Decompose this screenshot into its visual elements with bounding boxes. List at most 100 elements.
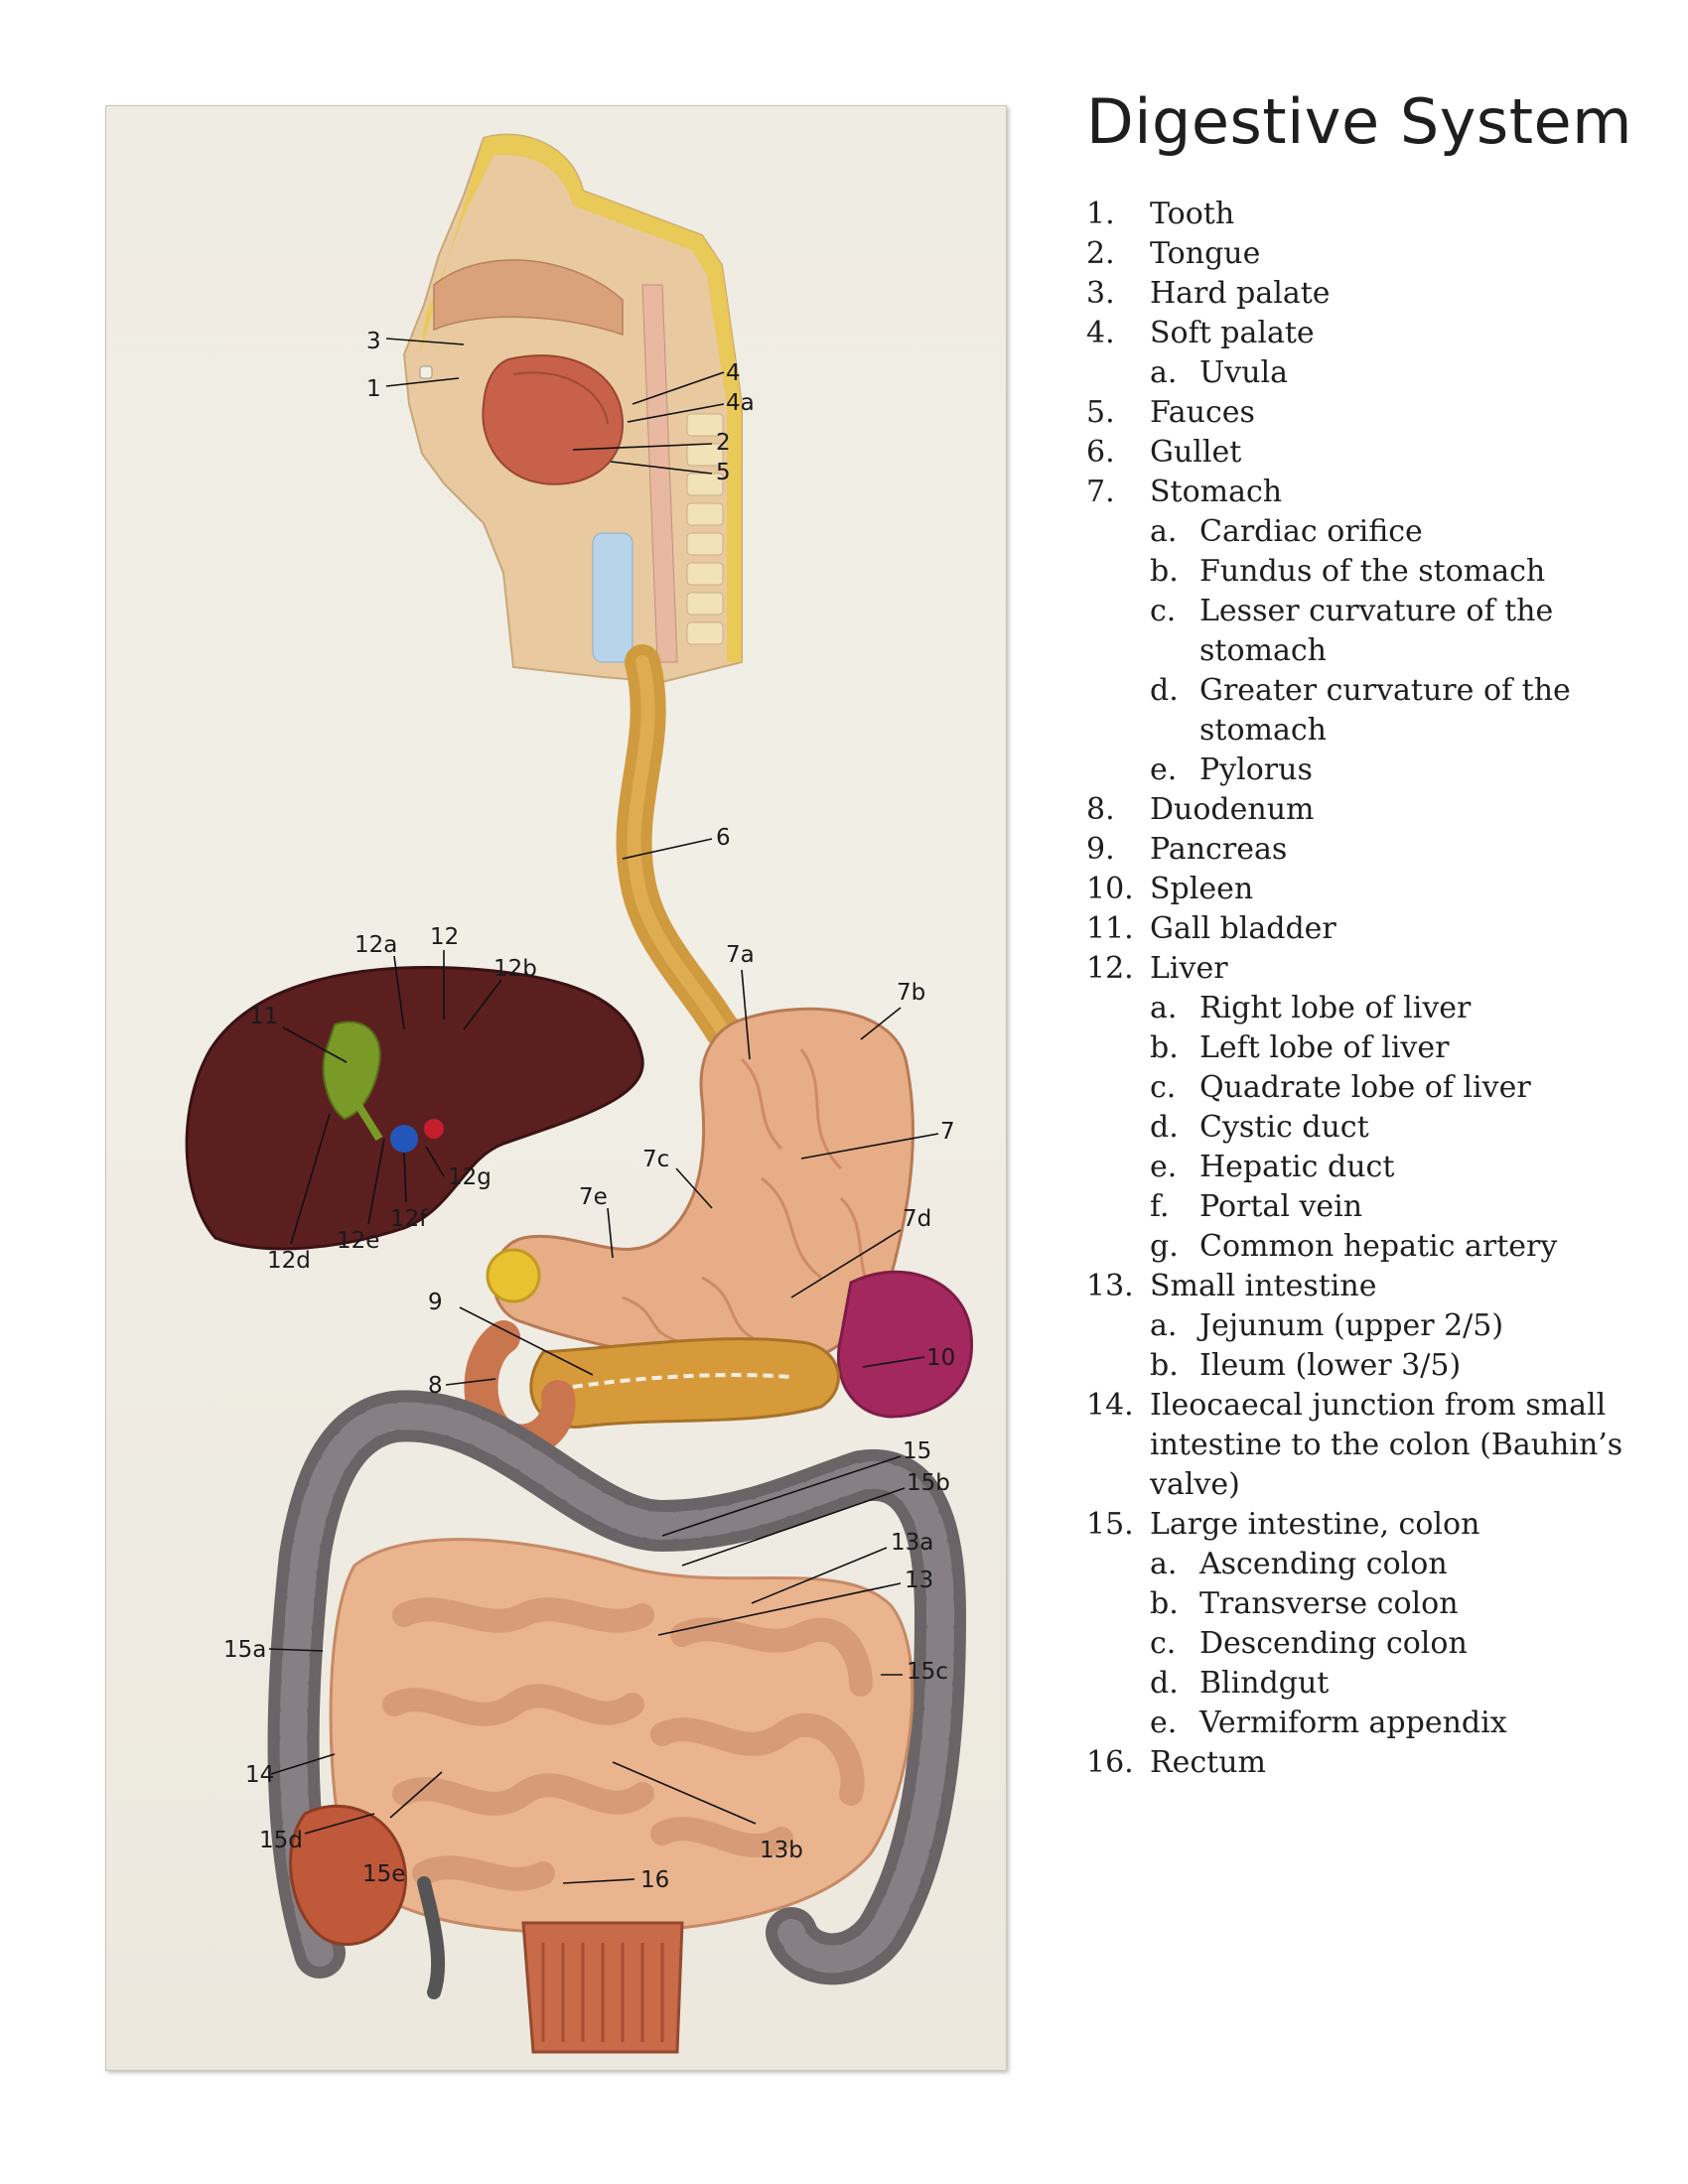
- legend-item-label: Tooth: [1150, 197, 1235, 231]
- legend-subitem-label: Lesser curvature of the stomach: [1199, 594, 1554, 668]
- legend-subitem: f.Portal vein: [1086, 1187, 1662, 1227]
- legend-item: 9.Pancreas: [1086, 830, 1662, 870]
- callout-2: 2: [716, 430, 731, 456]
- legend-item: 6.Gullet: [1086, 433, 1662, 473]
- legend-item: 1.Tooth: [1086, 195, 1662, 234]
- callout-7e: 7e: [579, 1184, 608, 1210]
- legend-subitem-label: Pylorus: [1199, 752, 1313, 787]
- legend-item-label: Gall bladder: [1150, 911, 1336, 946]
- legend-item: 3.Hard palate: [1086, 274, 1662, 314]
- legend-subitem: b.Fundus of the stomach: [1086, 552, 1662, 592]
- legend-subitem: c.Quadrate lobe of liver: [1086, 1068, 1662, 1108]
- callout-labels: 3 1 4 4a 2 5 6 7a 7b 7 7c 7e 7d 12a 12 1…: [223, 329, 955, 1893]
- callout-7: 7: [940, 1119, 955, 1145]
- legend-subitem-letter: d.: [1150, 1110, 1179, 1145]
- legend-item: 12.Liver: [1086, 949, 1662, 989]
- legend-subitem-label: Fundus of the stomach: [1199, 554, 1546, 589]
- stomach-shape: [492, 1007, 914, 1370]
- legend-subitem: e.Pylorus: [1086, 751, 1662, 790]
- spleen-shape: [836, 1270, 973, 1419]
- callout-12a: 12a: [354, 932, 397, 958]
- legend-subitem: d. Blindgut: [1086, 1664, 1662, 1704]
- legend-subitem-label: Quadrate lobe of liver: [1199, 1070, 1531, 1105]
- legend-item-label: Small intestine: [1150, 1269, 1377, 1303]
- legend-subitem-letter: a.: [1150, 1308, 1178, 1343]
- gallbladder-shape: [322, 1021, 381, 1121]
- legend-item-number: 5.: [1086, 395, 1115, 430]
- legend-item-number: 4.: [1086, 316, 1115, 350]
- legend-item-number: 6.: [1086, 435, 1115, 470]
- tooth-shape: [419, 365, 433, 379]
- legend-subitem-label: Blindgut: [1199, 1666, 1330, 1701]
- legend-subitem-label: Ascending colon: [1199, 1547, 1448, 1581]
- caecum-shape: [289, 1804, 407, 1946]
- legend-subitem-label: Cardiac orifice: [1199, 514, 1423, 549]
- callout-7d: 7d: [903, 1206, 931, 1232]
- legend-subitem: a.Right lobe of liver: [1086, 989, 1662, 1028]
- hepatic-artery-shape: [424, 1119, 444, 1139]
- legend-item-number: 10.: [1086, 872, 1134, 906]
- legend-subitem: e.Vermiform appendix: [1086, 1704, 1662, 1743]
- callout-15e: 15e: [362, 1861, 405, 1887]
- legend-subitem-label: Left lobe of liver: [1199, 1030, 1450, 1065]
- legend-item-label: Pancreas: [1150, 832, 1288, 867]
- legend-subitem: a. Cardiac orifice: [1086, 512, 1662, 552]
- callout-13b: 13b: [760, 1838, 803, 1863]
- pharynx: [641, 284, 678, 663]
- callout-8: 8: [428, 1373, 443, 1399]
- nasal-cavity: [433, 259, 624, 337]
- legend-item-number: 16.: [1086, 1745, 1134, 1780]
- leader-lines: [268, 338, 939, 1884]
- pancreas-shape: [529, 1337, 840, 1429]
- legend-subitem: a.Uvula: [1086, 353, 1662, 393]
- legend-item-number: 14.: [1086, 1388, 1134, 1423]
- legend-item-label: Rectum: [1150, 1745, 1266, 1780]
- legend-item-number: 7.: [1086, 475, 1115, 509]
- legend-item: 8.Duodenum: [1086, 790, 1662, 830]
- legend-subitem-letter: a.: [1150, 991, 1178, 1025]
- callout-5: 5: [716, 460, 731, 485]
- vertebrae: [686, 413, 724, 645]
- callout-3: 3: [366, 329, 381, 354]
- legend-subitem: d. Greater curvature of the stomach: [1086, 671, 1662, 751]
- callout-15: 15: [903, 1438, 931, 1464]
- legend-subitem-letter: a.: [1150, 514, 1178, 549]
- callout-12d: 12d: [267, 1248, 311, 1274]
- legend-subitem-letter: b.: [1150, 1030, 1179, 1065]
- legend-item-number: 12.: [1086, 951, 1134, 986]
- legend-item-number: 11.: [1086, 911, 1134, 946]
- callout-15b: 15b: [907, 1470, 950, 1496]
- legend-item: 7.Stomach: [1086, 473, 1662, 512]
- legend-subitem-label: Ileum (lower 3/5): [1199, 1348, 1462, 1383]
- legend-subitem-letter: e.: [1150, 1706, 1178, 1740]
- legend-item: 10. Spleen: [1086, 870, 1662, 909]
- legend-item-number: 8.: [1086, 792, 1115, 827]
- legend-subitem-letter: c.: [1150, 1626, 1177, 1661]
- legend-subitem-label: Portal vein: [1199, 1189, 1363, 1224]
- callout-16: 16: [640, 1867, 669, 1893]
- legend-subitem-letter: e.: [1150, 1150, 1178, 1184]
- legend-subitem-letter: d.: [1150, 1666, 1179, 1701]
- legend-subitem-letter: c.: [1150, 594, 1177, 628]
- legend-subitem-letter: d.: [1150, 673, 1179, 708]
- legend-subitem-label: Transverse colon: [1199, 1586, 1459, 1621]
- legend-subitem-letter: b.: [1150, 1586, 1179, 1621]
- legend-subitem: b.Ileum (lower 3/5): [1086, 1346, 1662, 1386]
- legend-subitem-label: Hepatic duct: [1199, 1150, 1395, 1184]
- anatomy-illustration: 3 1 4 4a 2 5 6 7a 7b 7 7c 7e 7d 12a 12 1…: [185, 133, 973, 2054]
- legend-item: 11. Gall bladder: [1086, 909, 1662, 949]
- callout-15d: 15d: [259, 1828, 303, 1853]
- legend-subitem: a.Jejunum (upper 2/5): [1086, 1306, 1662, 1346]
- legend-subitem-label: Common hepatic artery: [1199, 1229, 1558, 1264]
- callout-4: 4: [726, 360, 741, 386]
- legend-subitem-label: Greater curvature of the stomach: [1199, 673, 1571, 748]
- legend-subitem-letter: g.: [1150, 1229, 1179, 1264]
- legend-subitem: d.Cystic duct: [1086, 1108, 1662, 1148]
- callout-13: 13: [905, 1568, 933, 1593]
- legend-subitem: a.Ascending colon: [1086, 1545, 1662, 1584]
- head-section: [402, 133, 743, 684]
- legend-item-label: Tongue: [1150, 236, 1261, 271]
- legend-item-label: Spleen: [1150, 872, 1254, 906]
- page-title: Digestive System: [1086, 85, 1633, 158]
